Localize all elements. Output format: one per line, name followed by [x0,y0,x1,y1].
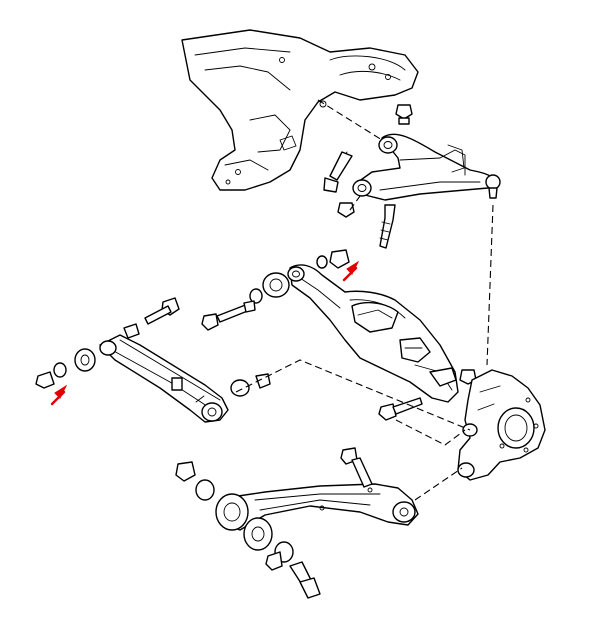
leader-line-lateral [235,359,471,431]
leader-line-upper-1 [317,99,383,141]
leader-line-trailing [414,467,463,501]
lateral-link [99,334,229,423]
upper-arm-fasteners [323,104,413,249]
lower-control-arm [287,264,459,403]
leader-line-upper-2 [349,195,361,211]
leader-line-balljoint [486,204,494,366]
lower-arm-fasteners [201,249,477,421]
red-arrow-marker-upper [342,260,360,282]
trailing-arm [215,483,419,531]
knuckle [457,369,546,481]
leader-line-lower-arm [395,419,466,446]
upper-control-arm [352,133,501,201]
lateral-link-fasteners [35,297,271,397]
red-arrow-marker-left [50,384,68,406]
trailing-arm-fasteners [175,447,373,599]
subframe [181,29,419,191]
